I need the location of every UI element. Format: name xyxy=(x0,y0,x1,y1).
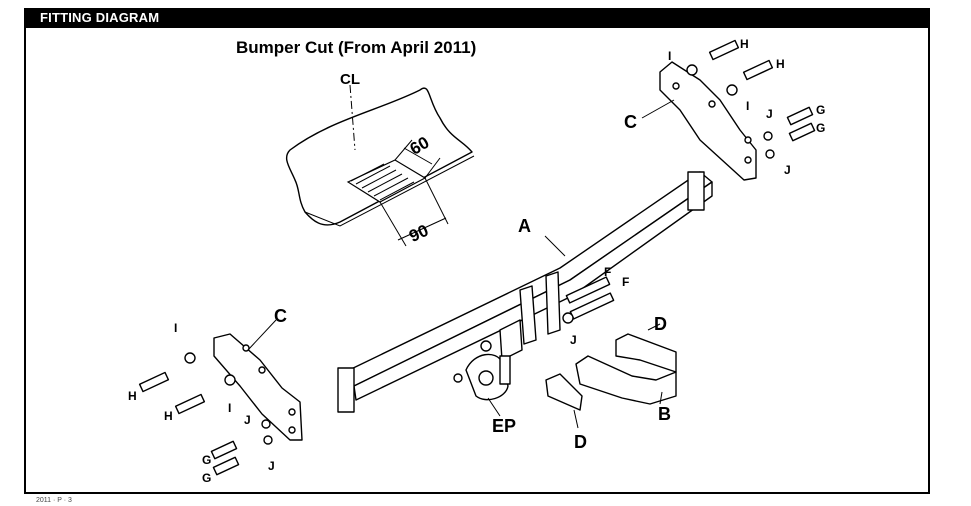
label-j-center: J xyxy=(570,333,577,347)
label-f-2: F xyxy=(622,275,629,289)
label-i-right-2: I xyxy=(746,99,749,113)
bumper-cut-title: Bumper Cut (From April 2011) xyxy=(236,38,477,57)
label-j-right-1: J xyxy=(766,107,773,121)
label-j-right-2: J xyxy=(784,163,791,177)
label-i-right-1: I xyxy=(668,49,671,63)
label-g-right-1: G xyxy=(816,103,825,117)
label-j-left-1: J xyxy=(244,413,251,427)
label-h-left-1: H xyxy=(128,389,137,403)
label-h-right-1: H xyxy=(740,37,749,51)
label-i-left-1: I xyxy=(174,321,177,335)
footer-text: 2011 · P · 3 xyxy=(36,497,72,504)
label-h-left-2: H xyxy=(164,409,173,423)
hardware-right: H H I I J J G G xyxy=(668,37,825,177)
plates-d: D D xyxy=(545,314,667,452)
header-title: FITTING DIAGRAM xyxy=(40,10,160,25)
label-b: B xyxy=(658,404,671,424)
label-g-left-2: G xyxy=(202,471,211,485)
label-i-left-2: I xyxy=(228,401,231,415)
dimension-90: 90 xyxy=(406,221,431,246)
towbar-neck-b: B xyxy=(575,333,677,424)
label-a: A xyxy=(518,216,531,236)
label-g-left-1: G xyxy=(202,453,211,467)
header-bar: FITTING DIAGRAM xyxy=(24,8,930,28)
crossbar-a: A xyxy=(337,171,713,413)
bracket-c-right: C xyxy=(624,61,757,181)
label-d-top: D xyxy=(654,314,667,334)
label-ep: EP xyxy=(492,416,516,436)
bracket-c-left: C xyxy=(213,306,303,441)
label-f-1: F xyxy=(604,265,611,279)
hardware-center: F F J xyxy=(480,265,629,352)
label-h-right-2: H xyxy=(776,57,785,71)
label-c-left: C xyxy=(274,306,287,326)
electrical-plate-ep: EP xyxy=(453,353,516,436)
hardware-left: I I H H J J G G xyxy=(128,321,275,485)
label-j-left-2: J xyxy=(268,459,275,473)
label-d-bottom: D xyxy=(574,432,587,452)
bumper-cut-panel: CL 60 90 xyxy=(286,71,475,247)
label-c-right: C xyxy=(624,112,637,132)
label-g-right-2: G xyxy=(816,121,825,135)
centerline-label: CL xyxy=(340,71,360,88)
